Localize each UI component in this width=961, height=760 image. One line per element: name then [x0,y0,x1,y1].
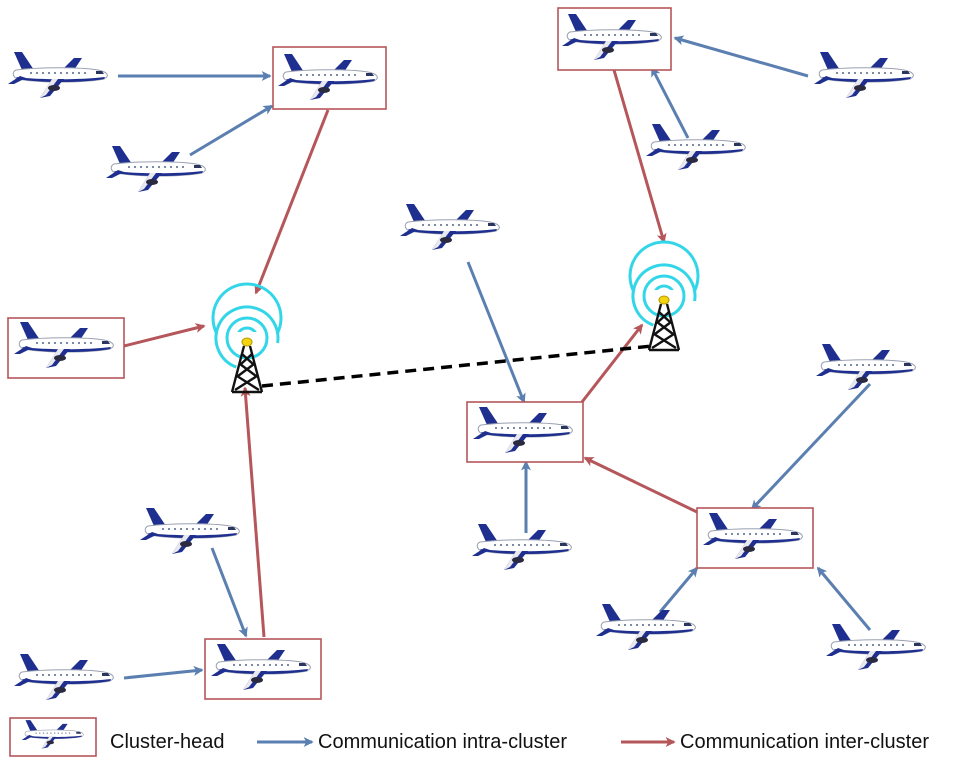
intra-arrow [123,665,204,680]
intra-arrow [750,382,872,511]
airplane-icon [815,343,916,391]
intra-arrow [658,566,699,613]
intra-arrow [210,547,248,638]
inter-cluster-arrows [123,69,698,638]
legend-intra-cluster-label: Communication intra-cluster [318,731,567,753]
airplanes [7,13,926,701]
airplane-icon [7,51,108,99]
inter-arrow [254,109,330,295]
intra-arrow [816,566,872,631]
airplane-icon [813,51,914,99]
intra-arrow [189,104,274,157]
inter-arrow [583,456,698,514]
tower-link [261,344,653,388]
cluster-head-boxes [7,7,814,700]
airplane-icon [139,507,240,555]
inter-arrow [580,323,644,403]
intra-cluster-arrows [118,35,872,680]
airplane-icon [399,203,500,251]
airplane-icon [105,145,206,193]
inter-arrow [612,69,667,244]
intra-arrow [650,66,690,139]
radio-tower-icon [205,282,289,394]
airplane-icon [13,653,114,701]
airplane-icon [595,603,696,651]
inter-arrow [123,323,206,348]
airplane-icon [471,523,572,571]
legend: Cluster-head Communication intra-cluster… [9,717,929,757]
legend-inter-cluster-label: Communication inter-cluster [680,731,929,753]
intra-arrow [466,261,526,404]
airplane-icon [825,623,926,671]
airplane-icon [645,123,746,171]
intra-arrow [673,35,809,78]
inter-arrow [240,386,266,638]
legend-cluster-head-label: Cluster-head [110,731,225,753]
